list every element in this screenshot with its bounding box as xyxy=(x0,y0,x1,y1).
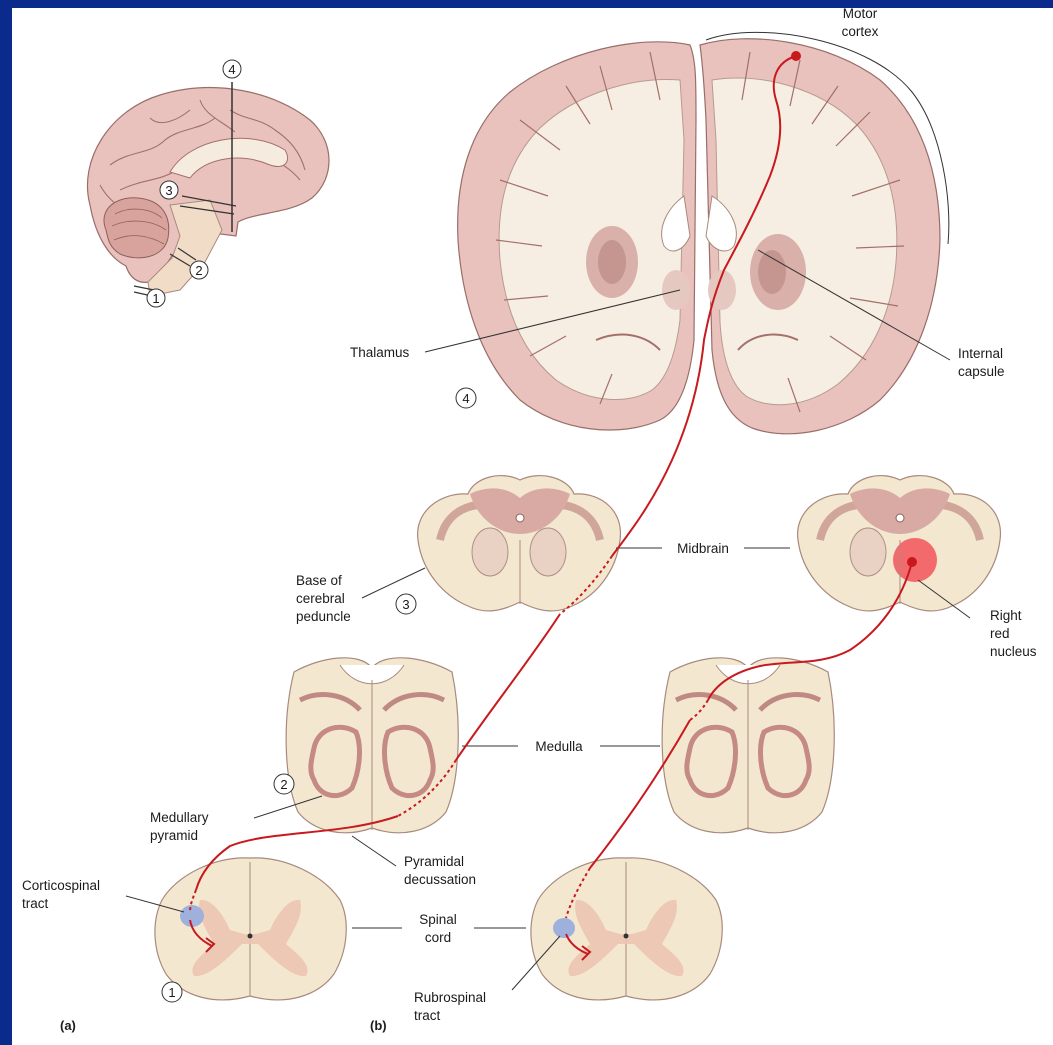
medullary-pyramid-label-line2: pyramid xyxy=(150,828,198,843)
section-marker-4: 4 xyxy=(456,388,476,408)
red-nucleus-label: Right xyxy=(990,608,1022,623)
pyramidal-decussation-leader xyxy=(352,836,396,866)
section-marker-1-small: 1 xyxy=(147,289,165,307)
pyramidal-decussation-label-line2: decussation xyxy=(404,872,476,887)
svg-text:3: 3 xyxy=(402,597,409,612)
medulla-section-right xyxy=(662,658,834,833)
section-marker-2-small: 2 xyxy=(190,261,208,279)
rubrospinal-tract-area xyxy=(553,918,575,938)
midbrain-label: Midbrain xyxy=(677,541,729,556)
spinal-cord-section-right xyxy=(531,858,722,1000)
corticospinal-tract-area xyxy=(180,905,204,927)
svg-text:2: 2 xyxy=(280,777,287,792)
medullary-pyramid-label: Medullary xyxy=(150,810,209,825)
section-marker-1: 1 xyxy=(162,982,182,1002)
base-peduncle-label: Base of xyxy=(296,573,342,588)
midbrain-section-right xyxy=(798,476,1001,611)
svg-text:1: 1 xyxy=(152,291,159,306)
rubrospinal-label-line2: tract xyxy=(414,1008,441,1023)
red-nucleus-label-line2: red xyxy=(990,626,1010,641)
base-peduncle-label-line2: cerebral xyxy=(296,591,345,606)
midbrain-section-left xyxy=(418,476,621,611)
section-marker-2: 2 xyxy=(274,774,294,794)
svg-text:4: 4 xyxy=(228,62,235,77)
internal-capsule-label: Internal xyxy=(958,346,1003,361)
svg-text:4: 4 xyxy=(462,391,469,406)
svg-text:1: 1 xyxy=(168,985,175,1000)
section-marker-4-small: 4 xyxy=(223,60,241,78)
base-peduncle-label-line3: peduncle xyxy=(296,609,351,624)
motor-cortex-label: Motor xyxy=(843,6,878,21)
panel-label-b: (b) xyxy=(370,1018,387,1033)
medulla-label: Medulla xyxy=(535,739,583,754)
panel-label-a: (a) xyxy=(60,1018,76,1033)
corticospinal-label-line2: tract xyxy=(22,896,49,911)
pyramidal-decussation-label: Pyramidal xyxy=(404,854,464,869)
sagittal-brain xyxy=(87,82,329,296)
internal-capsule-label-line2: capsule xyxy=(958,364,1005,379)
rubrospinal-label: Rubrospinal xyxy=(414,990,486,1005)
corticospinal-label: Corticospinal xyxy=(22,878,100,893)
medulla-section-left xyxy=(286,658,458,833)
svg-text:2: 2 xyxy=(195,263,202,278)
spinal-cord-label: Spinal xyxy=(419,912,457,927)
thalamus-label: Thalamus xyxy=(350,345,410,360)
spinal-cord-section-left xyxy=(155,858,346,1000)
motor-cortex-label-line2: cortex xyxy=(842,24,879,39)
spinal-cord-label-line2: cord xyxy=(425,930,451,945)
red-nucleus-label-line3: nucleus xyxy=(990,644,1037,659)
svg-text:3: 3 xyxy=(165,183,172,198)
base-peduncle-leader xyxy=(362,568,425,598)
section-marker-3-small: 3 xyxy=(160,181,178,199)
section-marker-3: 3 xyxy=(396,594,416,614)
